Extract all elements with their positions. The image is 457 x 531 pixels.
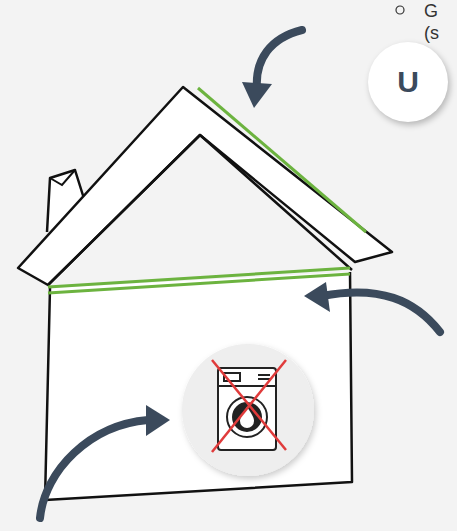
letter-circle: U xyxy=(368,42,448,122)
node-letter: U xyxy=(397,65,419,99)
note-text: G xyxy=(424,0,438,22)
attic-outline xyxy=(48,135,352,285)
house-roof xyxy=(18,87,392,285)
house-wall xyxy=(45,272,352,500)
washing-machine-icon xyxy=(212,360,286,452)
arrow-head xyxy=(146,82,330,436)
chimney-top xyxy=(50,170,75,185)
note-text: (s xyxy=(424,22,439,44)
roof-insulation xyxy=(198,88,366,232)
floor-insulation xyxy=(48,274,350,293)
bullet-circle xyxy=(396,6,404,14)
appliance-circle xyxy=(182,344,314,476)
